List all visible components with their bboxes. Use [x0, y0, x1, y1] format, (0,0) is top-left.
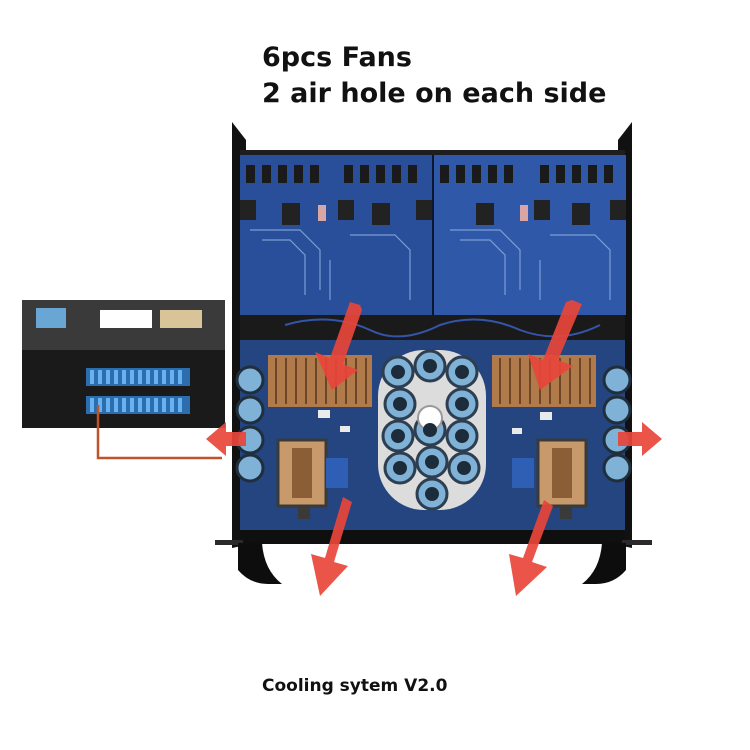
right-transformer — [512, 438, 588, 508]
right-side-capacitors — [602, 365, 632, 483]
headline: 6pcs Fans 2 air hole on each side — [262, 40, 606, 112]
airflow-arrow-icon — [528, 300, 582, 390]
left-side-capacitors — [235, 365, 265, 483]
vent-pointer-line — [96, 405, 222, 460]
left-handle — [238, 543, 282, 584]
right-handle — [582, 543, 626, 584]
chassis-bottom-bar — [240, 530, 625, 544]
small-components — [318, 410, 552, 434]
airflow-arrow-icon — [509, 500, 553, 596]
headline-line-1: 6pcs Fans — [262, 42, 412, 73]
airflow-arrow-icon — [311, 497, 352, 596]
headline-line-2: 2 air hole on each side — [262, 78, 607, 109]
airflow-arrow-icon — [315, 302, 362, 390]
inset-side-vent-photo — [22, 300, 225, 428]
top-pcb-boards — [240, 155, 626, 315]
caption: Cooling sytem V2.0 — [262, 676, 448, 696]
left-heatsink — [268, 355, 372, 407]
capacitor-bank — [378, 349, 486, 511]
airflow-arrow-icon — [206, 422, 246, 456]
airflow-arrow-icon — [618, 422, 662, 456]
left-transformer — [276, 438, 348, 508]
